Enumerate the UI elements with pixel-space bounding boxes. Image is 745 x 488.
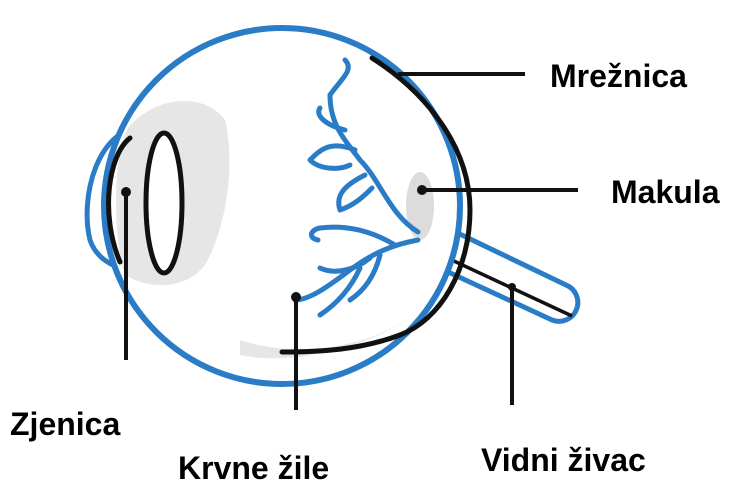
dot-optic-nerve [508, 283, 516, 291]
macula-spot [406, 172, 434, 240]
label-optic-nerve: Vidni živac [481, 444, 646, 476]
dot-macula [417, 185, 427, 195]
label-retina: Mrežnica [550, 60, 687, 92]
label-blood-vessels: Krvne žile [178, 452, 329, 484]
lens [146, 133, 182, 273]
dot-vessels [291, 292, 301, 302]
dot-pupil [121, 187, 131, 197]
label-pupil: Zjenica [10, 408, 120, 440]
label-macula: Makula [611, 176, 719, 208]
